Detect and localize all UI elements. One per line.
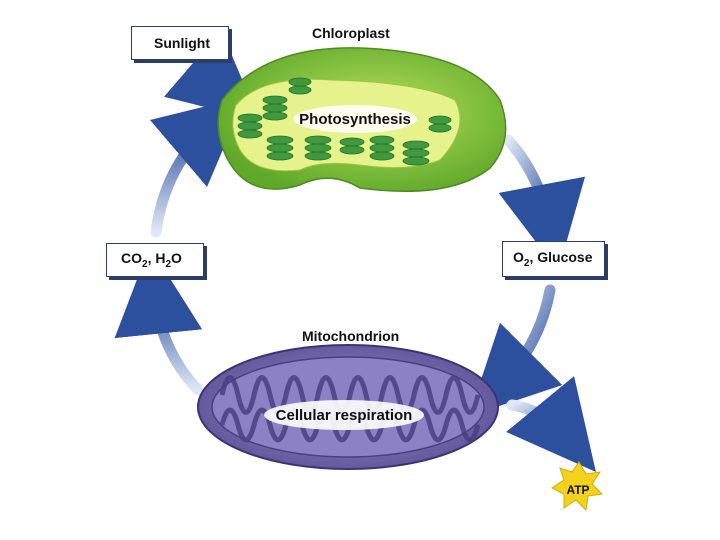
- sunlight-box: Sunlight: [131, 26, 229, 60]
- sunlight-label: Sunlight: [154, 35, 210, 51]
- arrow-sunlight-to-chloroplast: [163, 29, 260, 121]
- cellular-respiration-label: Cellular respiration: [276, 407, 413, 424]
- arrow-co2-to-chloroplast: [149, 96, 246, 238]
- arrow-mitochondrion-to-co2: [114, 246, 204, 396]
- chloroplast-label: Chloroplast: [312, 25, 390, 41]
- mitochondrion-label: Mitochondrion: [302, 328, 400, 344]
- arrow-chloroplast-to-o2: [498, 134, 586, 272]
- atp-star: [551, 461, 604, 512]
- arrow-mitochondrion-to-atp: [506, 376, 596, 472]
- o2-glucose-box: O2, Glucose: [502, 241, 605, 277]
- co2-h2o-label: CO2, H2O: [121, 250, 182, 270]
- arrow-o2-to-mitochondrion: [468, 284, 563, 417]
- chloroplast-illustration: [217, 47, 507, 192]
- atp-label: ATP: [566, 483, 589, 497]
- co2-h2o-box: CO2, H2O: [106, 243, 204, 277]
- mitochondrion-illustration: [197, 344, 499, 470]
- o2-glucose-label: O2, Glucose: [513, 249, 593, 269]
- photosynthesis-label: Photosynthesis: [299, 111, 411, 128]
